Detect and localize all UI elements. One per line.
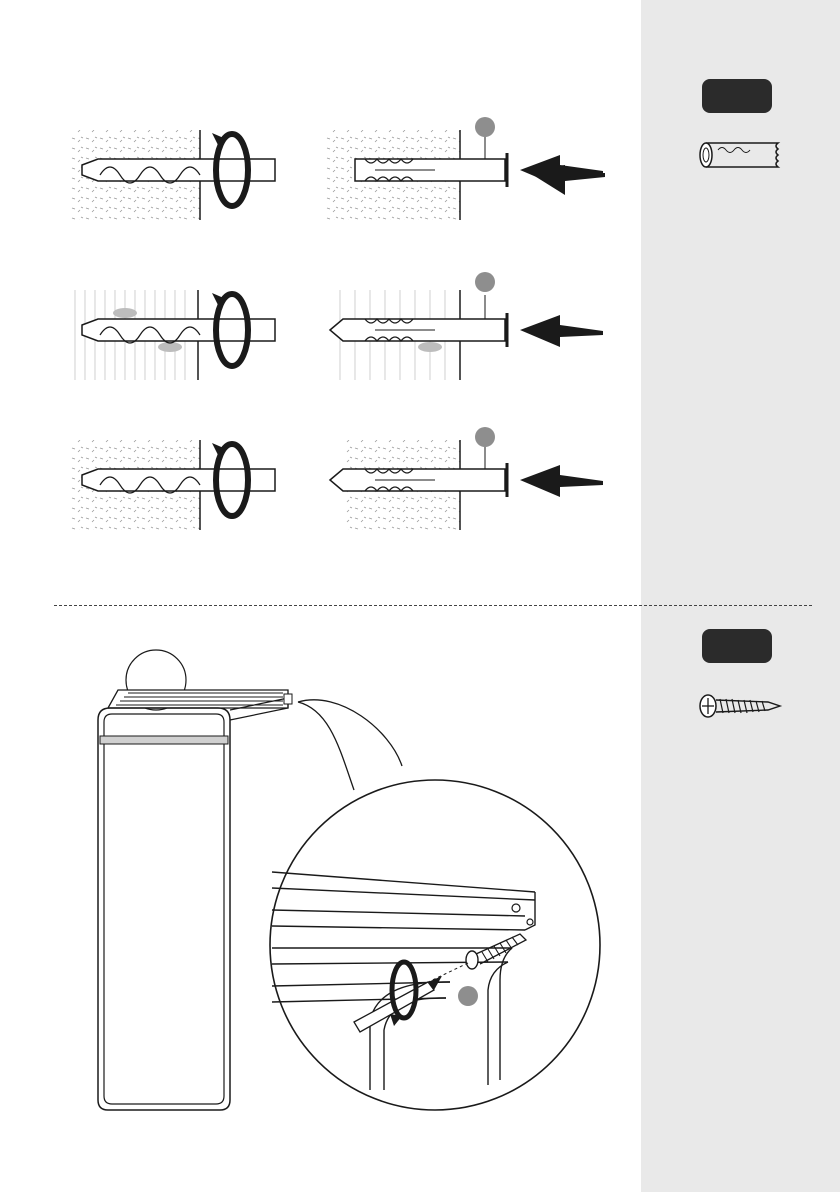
section-divider	[54, 605, 812, 606]
insert-plug-brick	[325, 435, 615, 535]
screw-icon	[698, 693, 784, 719]
insert-plug-wood	[325, 285, 615, 385]
drill-wood	[70, 285, 290, 385]
part-label-wall-plug	[702, 79, 772, 113]
wall-plug-icon	[698, 140, 786, 170]
drill-brick	[70, 435, 290, 535]
ref-marker	[475, 427, 495, 447]
ref-marker	[458, 986, 478, 1006]
ref-marker	[475, 117, 495, 137]
part-label-screw	[702, 629, 772, 663]
parts-sidebar	[641, 0, 840, 1192]
zoom-detail	[250, 690, 610, 1110]
insert-plug-concrete	[325, 125, 615, 225]
ref-marker	[475, 272, 495, 292]
drill-concrete	[70, 125, 290, 225]
